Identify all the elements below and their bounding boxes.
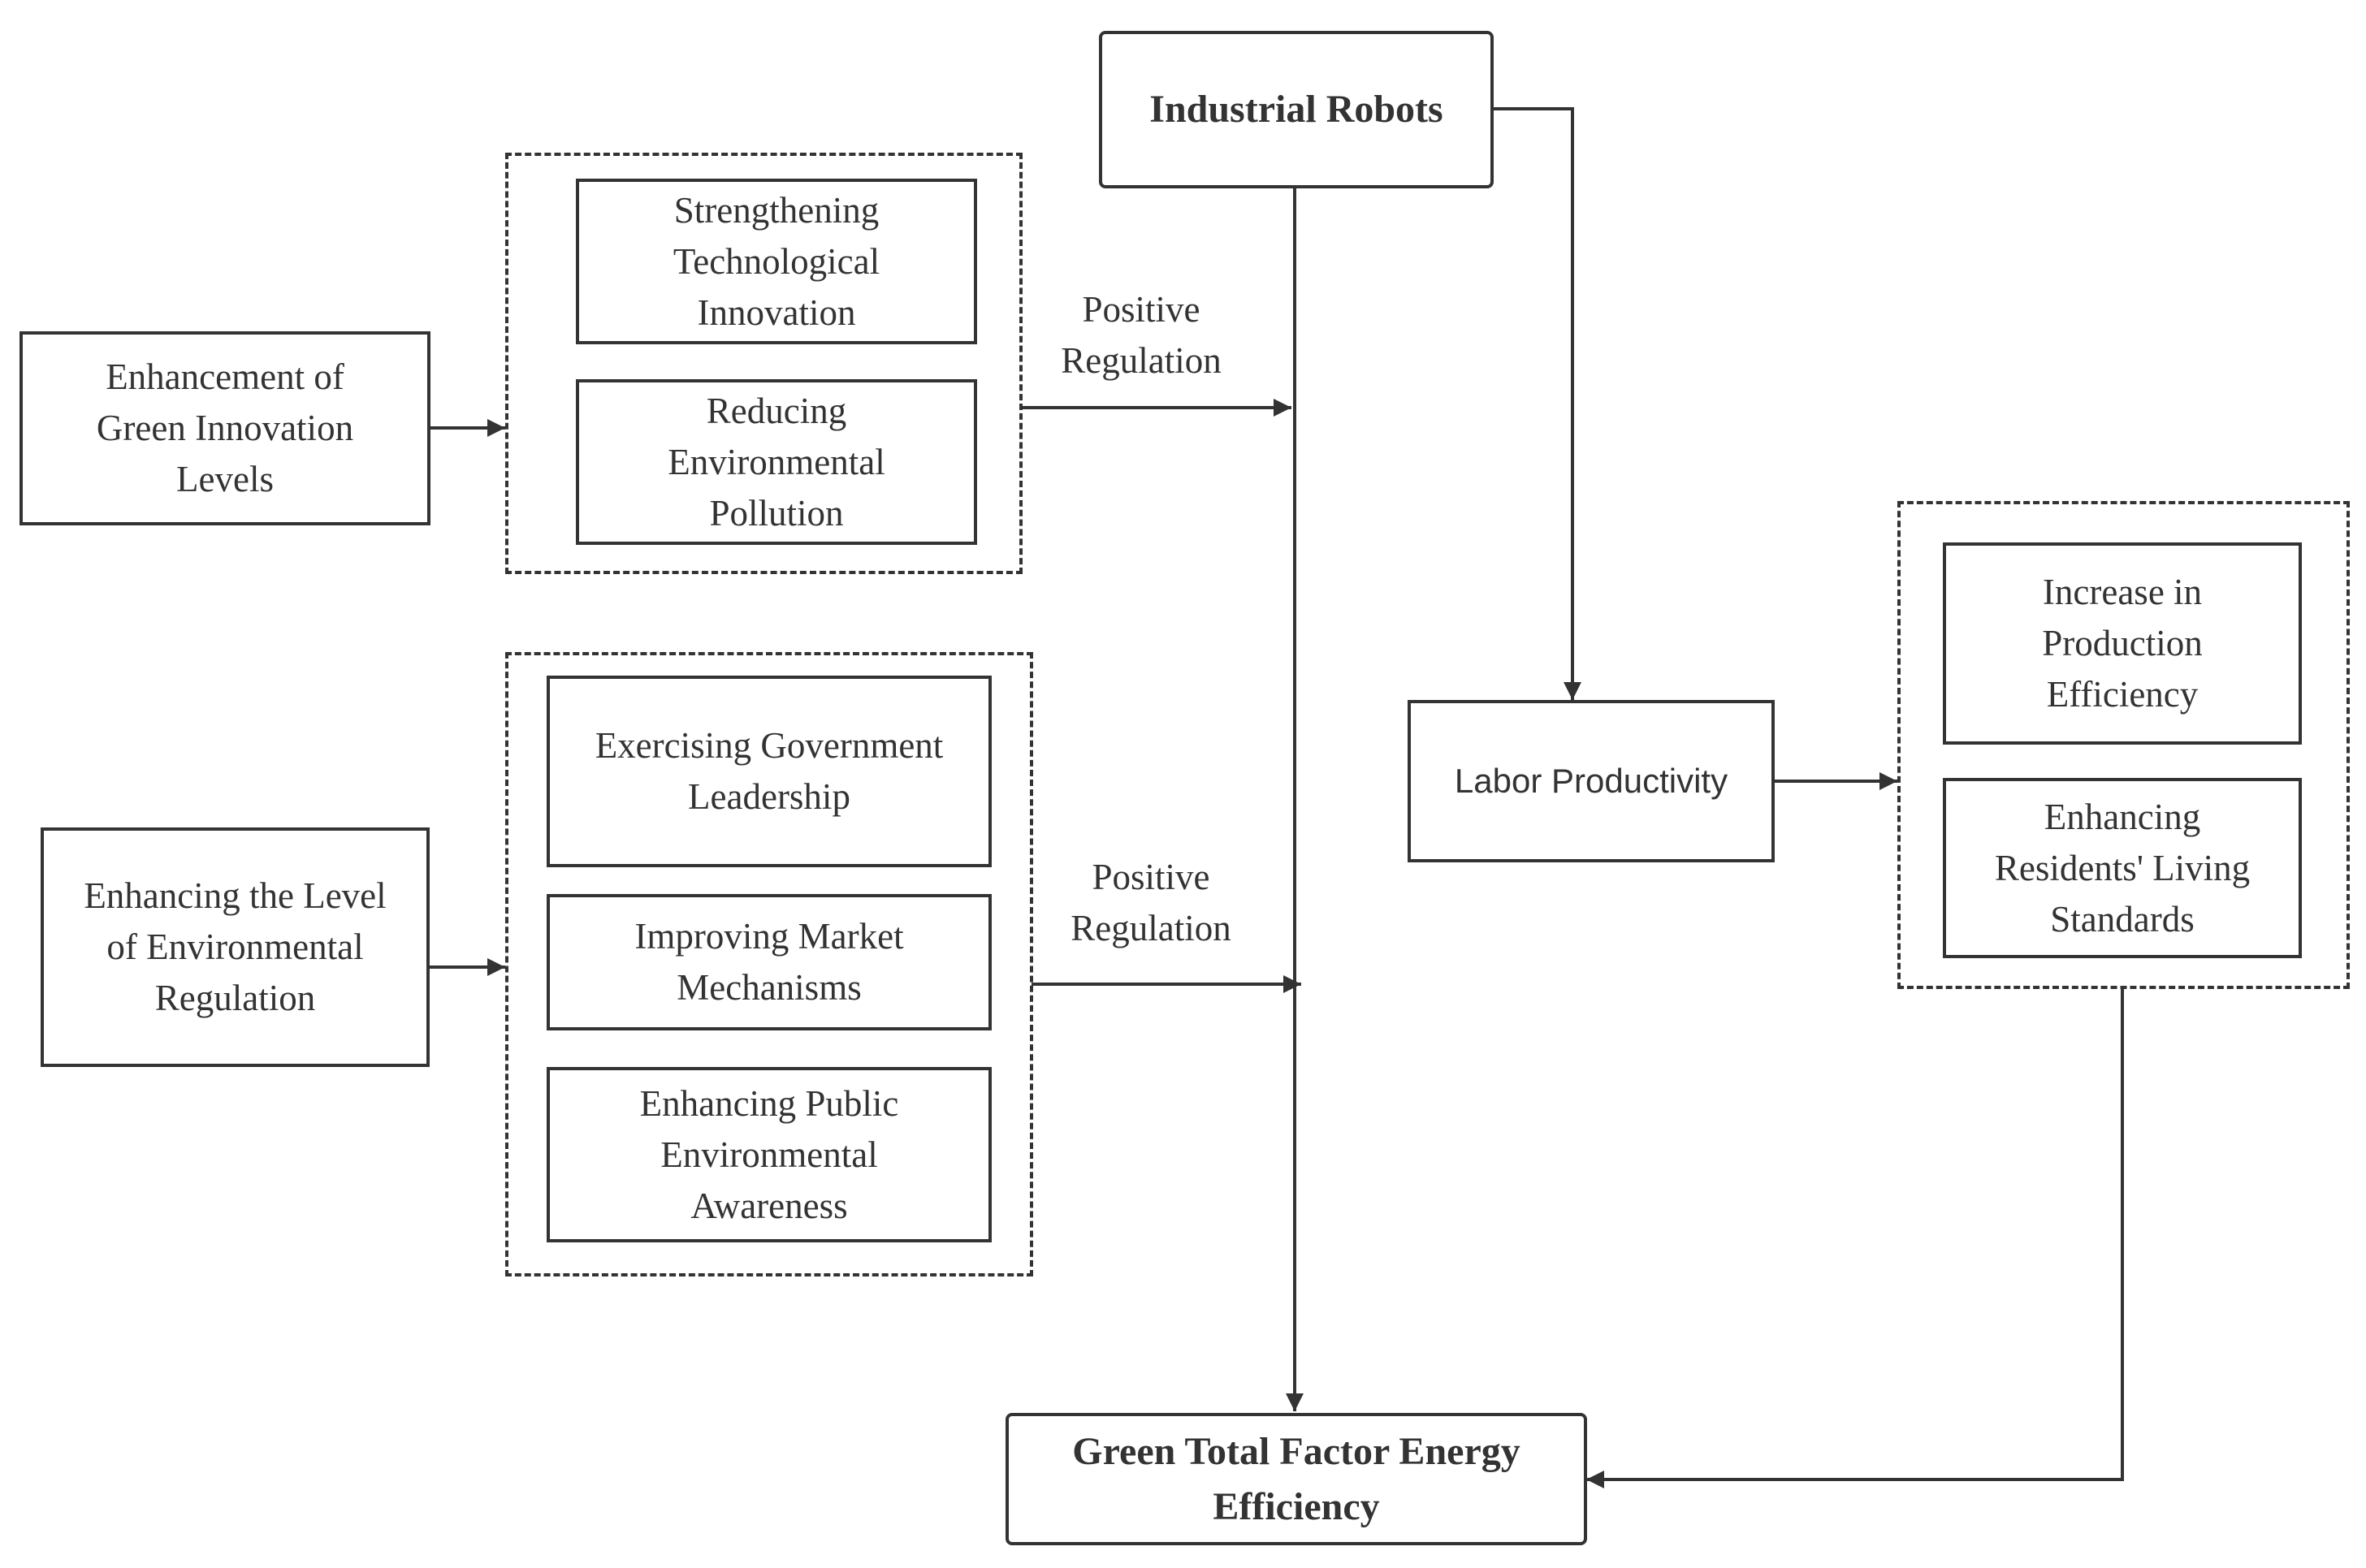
node-market-mechanisms: Improving Market Mechanisms <box>547 894 992 1030</box>
node-government-leadership: Exercising Government Leadership <box>547 676 992 867</box>
node-reducing-pollution: Reducing Environmental Pollution <box>576 379 977 545</box>
node-environmental-regulation-level: Enhancing the Level of Environmental Reg… <box>41 827 430 1067</box>
node-technological-innovation: Strengthening Technological Innovation <box>576 179 977 344</box>
edge-group3-to-gtfee <box>1586 987 2124 1488</box>
node-labor-productivity: Labor Productivity <box>1408 700 1775 862</box>
node-green-innovation-levels: Enhancement of Green Innovation Levels <box>19 331 430 525</box>
node-production-efficiency: Increase in Production Efficiency <box>1943 542 2302 745</box>
node-industrial-robots: Industrial Robots <box>1099 31 1494 188</box>
group-environmental-regulation-mechanisms <box>505 652 1033 1276</box>
group-green-innovation-mechanisms <box>505 153 1023 574</box>
node-public-awareness: Enhancing Public Environmental Awareness <box>547 1067 992 1242</box>
edge-robots-to-labor <box>1491 107 1581 700</box>
node-green-total-factor-energy-efficiency: Green Total Factor Energy Efficiency <box>1006 1413 1587 1545</box>
group-labor-productivity-effects <box>1897 501 2350 989</box>
node-living-standards: Enhancing Residents' Living Standards <box>1943 778 2302 958</box>
edge-label-positive-regulation-1: Positive Regulation <box>1061 289 1222 381</box>
edge-label-positive-regulation-2: Positive Regulation <box>1071 857 1231 948</box>
